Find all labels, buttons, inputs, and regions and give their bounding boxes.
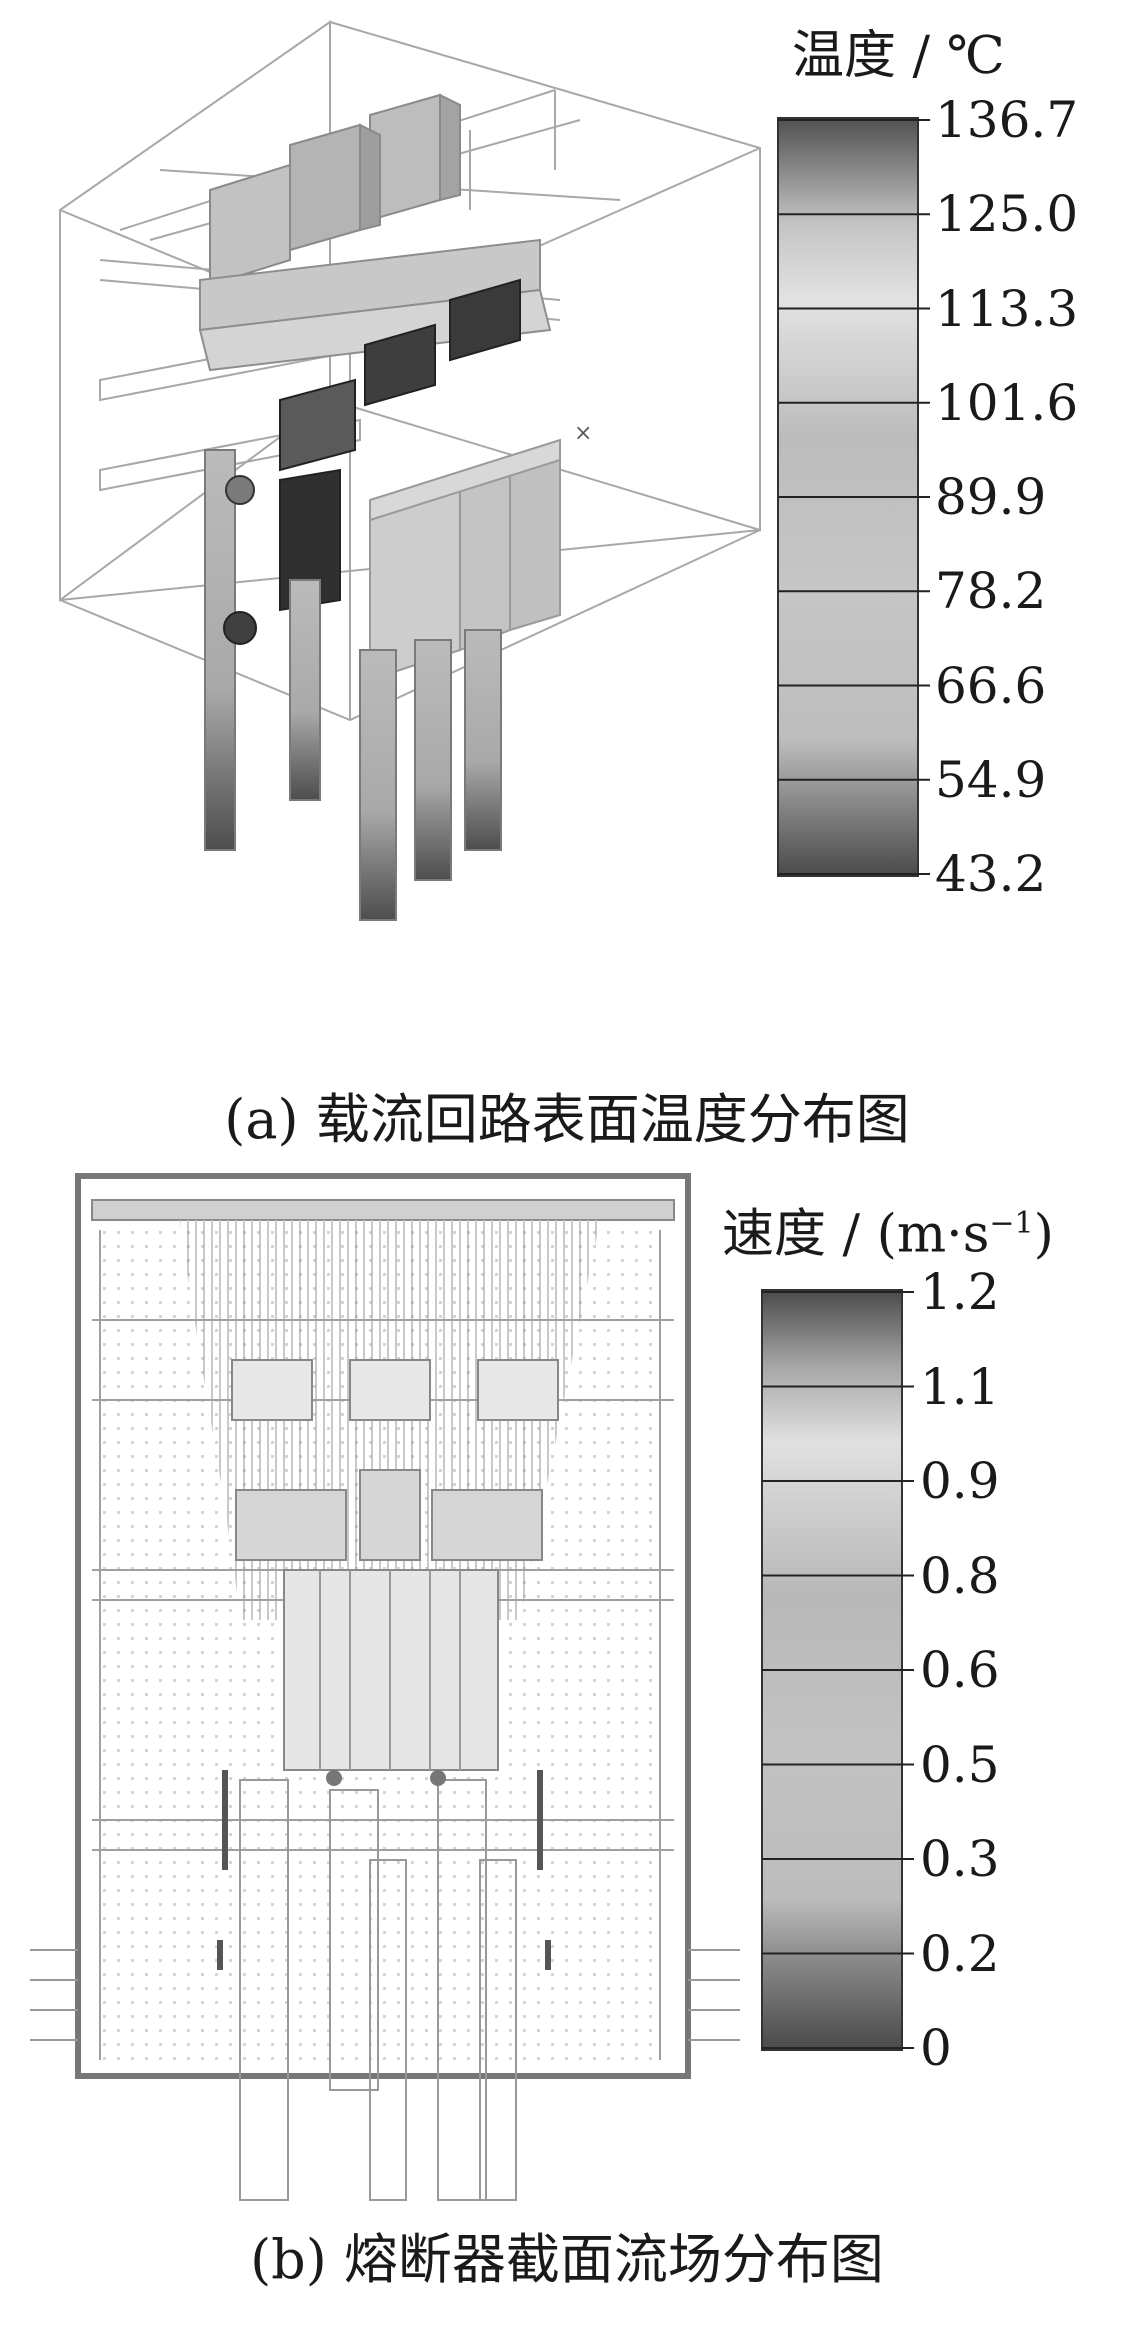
temperature-tick-label: 101.6	[935, 373, 1079, 432]
bolt-icon	[430, 1770, 446, 1786]
temperature-tick-label: 113.3	[935, 279, 1079, 338]
temperature-tick-label: 136.7	[935, 91, 1079, 149]
velocity-tick-label: 0.6	[920, 1641, 1000, 1699]
temperature-tick-label: 54.9	[935, 750, 1047, 809]
velocity-colorbar-title-sup: −1	[989, 1206, 1034, 1241]
caption-a: (a) 载流回路表面温度分布图	[224, 1088, 910, 1151]
velocity-tick-label: 0.8	[920, 1546, 1000, 1605]
temperature-tick-label: 66.6	[935, 656, 1047, 715]
cabinet-outline	[75, 1173, 691, 2079]
high-velocity-edges	[217, 1770, 551, 1970]
velocity-colorbar-title-main: 速度 / (m·s	[722, 1204, 990, 1265]
velocity-tick-label: 0.2	[920, 1924, 1000, 1983]
middle-contacts	[235, 1469, 543, 1561]
temperature-3d-model: ×	[59, 20, 930, 921]
side-bars	[30, 1949, 740, 2041]
axis-marker: ×	[574, 421, 592, 446]
velocity-tick-label: 1.1	[920, 1357, 1000, 1416]
temperature-colorbar	[777, 117, 930, 877]
hot-contacts	[279, 278, 521, 612]
velocity-tick-label: 0	[920, 2019, 952, 2077]
connector-icon	[223, 611, 257, 645]
temperature-colorbar-title: 温度 / ℃	[792, 26, 1005, 86]
velocity-colorbar	[761, 1289, 914, 2051]
velocity-tick-label: 0.9	[920, 1452, 1000, 1510]
velocity-tick-label: 0.3	[920, 1830, 1000, 1888]
bolt-icon	[326, 1770, 342, 1786]
top-plate	[91, 1199, 675, 1221]
panel-b-flowfield: 速度 / (m·s−1) 1.2 1.1 0.9 0.8 0.6 0.5 0.3 0.2 0 (…	[0, 1170, 1134, 2330]
fuse-body	[283, 1569, 499, 1771]
lower-busbars	[239, 1779, 517, 2201]
panel-a-temperature: × 温度 / ℃ 136.7 125.0 113.3 101.6 89.9 78.2 66.…	[59, 20, 1079, 1151]
connector-icon	[225, 475, 255, 505]
flowfield-section	[30, 1173, 914, 2201]
temperature-tick-label: 43.2	[935, 845, 1047, 903]
temperature-tick-label: 125.0	[935, 185, 1079, 244]
caption-b: (b) 熔断器截面流场分布图	[250, 2228, 884, 2291]
velocity-tick-label: 1.2	[920, 1263, 1000, 1321]
velocity-colorbar-title-close: )	[1033, 1204, 1054, 1265]
upper-contacts	[231, 1359, 559, 1421]
temperature-tick-label: 78.2	[935, 562, 1047, 621]
top-terminals	[209, 93, 461, 287]
temperature-tick-label: 89.9	[935, 468, 1047, 526]
velocity-tick-label: 0.5	[920, 1735, 1000, 1794]
velocity-colorbar-title: 速度 / (m·s−1)	[722, 1196, 1054, 1262]
fuse-bodies	[369, 438, 561, 682]
down-busbars	[204, 449, 502, 921]
